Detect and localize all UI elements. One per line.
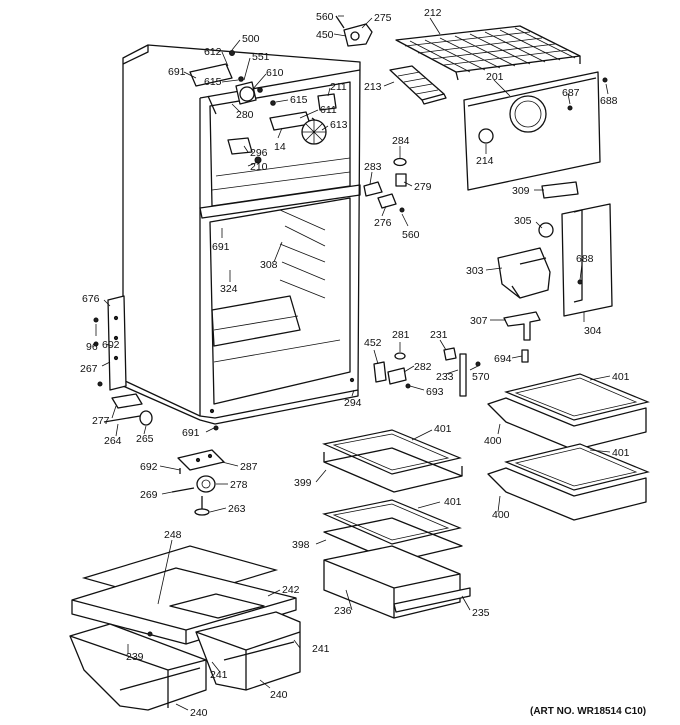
- callout-304: 304: [584, 325, 602, 337]
- callout-96: 96: [86, 341, 98, 353]
- callout-400b: 400: [492, 509, 510, 521]
- callout-303: 303: [466, 265, 484, 277]
- left-hinge-parts: [93, 295, 219, 431]
- callout-399: 399: [294, 477, 312, 489]
- callout-308: 308: [260, 259, 278, 271]
- callout-401c: 401: [612, 447, 630, 459]
- art-number: (ART NO. WR18514 C10): [530, 706, 646, 717]
- callout-450: 450: [316, 29, 334, 41]
- callout-401b: 401: [434, 423, 452, 435]
- callout-281: 281: [392, 329, 410, 341]
- callout-287: 287: [240, 461, 258, 473]
- callout-688: 688: [600, 95, 618, 107]
- callout-275: 275: [374, 12, 392, 24]
- callout-267: 267: [80, 363, 98, 375]
- callout-201: 201: [486, 71, 504, 83]
- callout-212: 212: [424, 7, 442, 19]
- callout-615b: 615: [290, 94, 308, 106]
- callout-280: 280: [236, 109, 254, 121]
- bottom-hinge-parts: [171, 449, 225, 516]
- callout-296: 296: [250, 147, 268, 159]
- callout-241a: 241: [312, 643, 330, 655]
- evaporator-cover: [463, 71, 608, 191]
- callout-241b: 241: [210, 669, 228, 681]
- callout-305: 305: [514, 215, 532, 227]
- callout-560: 560: [316, 11, 334, 23]
- callout-240b: 240: [190, 707, 208, 719]
- callout-398: 398: [292, 539, 310, 551]
- callout-231: 231: [430, 329, 448, 341]
- callout-242: 242: [282, 584, 300, 596]
- callout-694: 694: [494, 353, 512, 365]
- callout-401d: 401: [444, 496, 462, 508]
- callout-294: 294: [344, 397, 362, 409]
- callout-236: 236: [334, 605, 352, 617]
- callout-264: 264: [104, 435, 122, 447]
- callout-615: 615: [204, 76, 222, 88]
- callout-560b: 560: [402, 229, 420, 241]
- callout-691b: 691: [212, 241, 230, 253]
- callout-570: 570: [472, 371, 490, 383]
- callout-235: 235: [472, 607, 490, 619]
- callout-labels: 560 275 212 450 500 612 551 691 615 610 …: [80, 7, 630, 719]
- callout-551: 551: [252, 51, 270, 63]
- callout-611: 611: [320, 104, 337, 116]
- callout-691c: 691: [182, 427, 200, 439]
- callout-401a: 401: [612, 371, 630, 383]
- callout-213: 213: [364, 81, 382, 93]
- callout-612: 612: [204, 46, 222, 58]
- callout-613: 613: [330, 119, 348, 131]
- callout-400a: 400: [484, 435, 502, 447]
- callout-240a: 240: [270, 689, 288, 701]
- callout-233: 233: [436, 371, 454, 383]
- crisper-assembly: [69, 545, 301, 711]
- callout-276: 276: [374, 217, 392, 229]
- callout-279: 279: [414, 181, 432, 193]
- control-housing: [497, 203, 613, 363]
- callout-688b: 688: [576, 253, 594, 265]
- callout-14: 14: [274, 141, 286, 153]
- cabinet: [122, 44, 361, 425]
- leader-lines: [95, 15, 611, 711]
- callout-248: 248: [164, 529, 182, 541]
- top-components: [189, 50, 337, 164]
- callout-452: 452: [364, 337, 382, 349]
- callout-602: 602: [102, 339, 120, 351]
- callout-693: 693: [426, 386, 444, 398]
- hinge-and-shelf: [335, 15, 581, 105]
- callout-284: 284: [392, 135, 410, 147]
- callout-239: 239: [126, 651, 144, 663]
- callout-269: 269: [140, 489, 158, 501]
- callout-211: 211: [330, 81, 347, 93]
- callout-692: 692: [140, 461, 158, 473]
- callout-324: 324: [220, 283, 238, 295]
- callout-210: 210: [250, 161, 268, 173]
- callout-307: 307: [470, 315, 488, 327]
- callout-277: 277: [92, 415, 110, 427]
- callout-676: 676: [82, 293, 100, 305]
- callout-282: 282: [414, 361, 432, 373]
- callout-283: 283: [364, 161, 382, 173]
- callout-263: 263: [228, 503, 246, 515]
- callout-278: 278: [230, 479, 248, 491]
- callout-691: 691: [168, 66, 186, 78]
- callout-500: 500: [242, 33, 260, 45]
- callout-687: 687: [562, 87, 580, 99]
- callout-214: 214: [476, 155, 494, 167]
- callout-265: 265: [136, 433, 154, 445]
- right-brackets: [373, 347, 481, 397]
- shelves: [322, 373, 650, 619]
- callout-610: 610: [266, 67, 284, 79]
- callout-309: 309: [512, 185, 530, 197]
- center-small-parts: [363, 157, 579, 213]
